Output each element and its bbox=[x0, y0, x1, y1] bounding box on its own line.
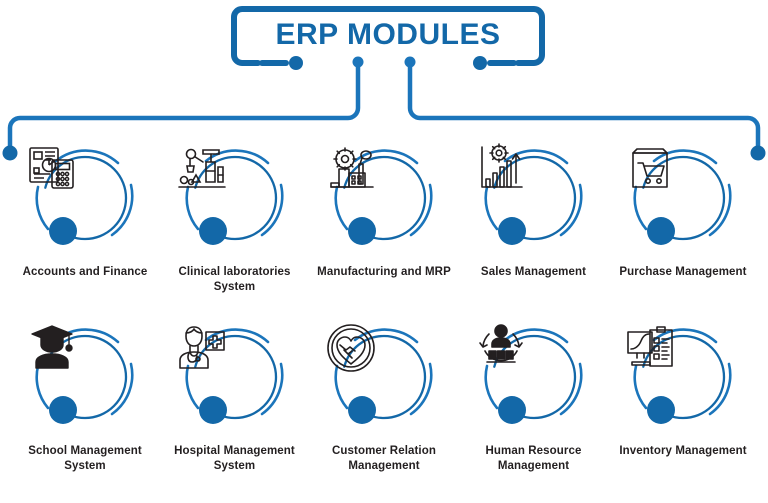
badge-rings bbox=[35, 149, 134, 245]
module-label: Purchase Management bbox=[619, 266, 747, 278]
page-title: ERP MODULES bbox=[275, 18, 501, 51]
module-label: Customer Relation Management bbox=[332, 445, 436, 473]
module-hospital-management-system[interactable]: Hospital Management System bbox=[168, 322, 302, 475]
badge-node-dot bbox=[49, 217, 77, 245]
module-badge bbox=[624, 143, 742, 261]
module-badge bbox=[475, 322, 593, 440]
doctor-medical-cross-icon bbox=[178, 326, 225, 369]
module-clinical-laboratories-system[interactable]: Clinical laboratories System bbox=[168, 143, 302, 296]
badge-rings bbox=[633, 328, 732, 424]
module-purchase-management[interactable]: Purchase Management bbox=[616, 143, 750, 296]
module-row-1: Accounts and Finance bbox=[0, 143, 768, 296]
badge-node-dot bbox=[198, 217, 227, 245]
module-label: Inventory Management bbox=[619, 445, 747, 457]
module-customer-relation-management[interactable]: Customer Relation Management bbox=[317, 322, 451, 475]
connector-right-end-dot bbox=[750, 145, 766, 161]
module-label: Hospital Management System bbox=[174, 445, 295, 473]
module-inventory-management[interactable]: Inventory Management bbox=[616, 322, 750, 475]
module-label: Human Resource Management bbox=[485, 445, 582, 473]
monitor-clipboard-icon bbox=[627, 326, 673, 367]
badge-node-dot bbox=[497, 396, 526, 424]
title-left-node-dot bbox=[289, 56, 303, 70]
shopping-cart-bag-icon bbox=[632, 148, 668, 188]
module-badge bbox=[176, 143, 294, 261]
module-row-2: School Management System bbox=[0, 322, 768, 475]
factory-gear-icon bbox=[330, 147, 374, 188]
badge-rings bbox=[483, 149, 583, 245]
module-badge bbox=[475, 143, 593, 261]
title-right-node-dot bbox=[473, 56, 487, 70]
module-label: Clinical laboratories System bbox=[178, 266, 291, 294]
module-badge bbox=[26, 143, 144, 261]
badge-rings bbox=[633, 149, 732, 245]
bar-chart-gear-icon bbox=[480, 143, 523, 188]
module-label: Manufacturing and MRP bbox=[317, 266, 451, 278]
module-label: Sales Management bbox=[480, 266, 587, 278]
module-badge bbox=[26, 322, 144, 440]
module-sales-management[interactable]: Sales Management bbox=[467, 143, 601, 296]
module-accounts-and-finance[interactable]: Accounts and Finance bbox=[18, 143, 152, 296]
badge-node-dot bbox=[198, 396, 227, 424]
module-label: Accounts and Finance bbox=[22, 266, 148, 278]
module-school-management-system[interactable]: School Management System bbox=[18, 322, 152, 475]
title-box-outline bbox=[231, 6, 545, 70]
badge-node-dot bbox=[497, 217, 526, 245]
badge-node-dot bbox=[348, 396, 376, 424]
badge-rings bbox=[184, 149, 284, 245]
graduate-cap-person-icon bbox=[31, 325, 73, 369]
connector-right-top-dot bbox=[404, 56, 416, 68]
badge-node-dot bbox=[647, 396, 675, 424]
document-calculator-icon bbox=[29, 147, 74, 189]
module-badge bbox=[325, 143, 443, 261]
connector-tree bbox=[2, 56, 766, 161]
module-label: School Management System bbox=[28, 445, 142, 473]
badge-node-dot bbox=[647, 217, 675, 245]
microscope-lab-icon bbox=[177, 148, 226, 188]
badge-rings bbox=[184, 328, 284, 424]
title-badge: ERP MODULES bbox=[228, 6, 548, 72]
people-cycle-icon bbox=[478, 324, 523, 363]
module-badge bbox=[176, 322, 294, 440]
module-human-resource-management[interactable]: Human Resource Management bbox=[467, 322, 601, 475]
badge-rings bbox=[483, 328, 583, 424]
module-manufacturing-and-mrp[interactable]: Manufacturing and MRP bbox=[317, 143, 451, 296]
connector-left-top-dot bbox=[352, 56, 364, 68]
badge-rings bbox=[334, 328, 433, 424]
module-badge bbox=[325, 322, 443, 440]
badge-node-dot bbox=[348, 217, 376, 245]
connector-left-end-dot bbox=[2, 145, 18, 161]
badge-node-dot bbox=[49, 396, 77, 424]
handshake-heart-icon bbox=[327, 324, 375, 372]
module-badge bbox=[624, 322, 742, 440]
